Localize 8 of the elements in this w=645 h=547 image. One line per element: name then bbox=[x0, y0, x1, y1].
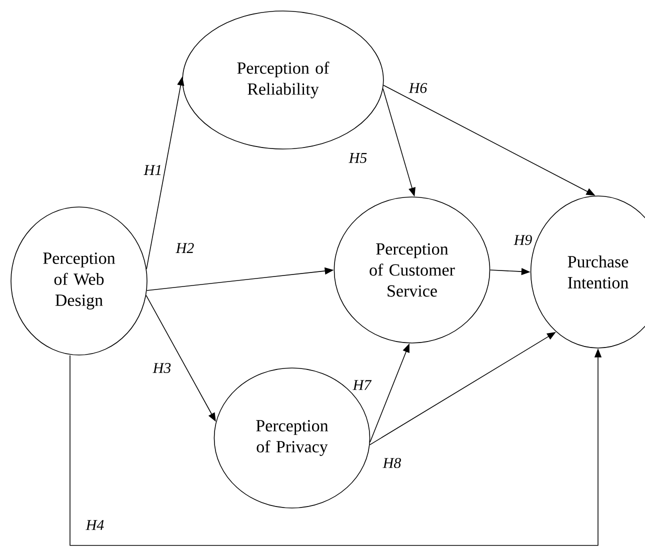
edge-label: H5 bbox=[348, 152, 368, 164]
edge-label: H8 bbox=[382, 456, 402, 470]
edge-label: H2 bbox=[174, 242, 196, 254]
edge-label: H6 bbox=[408, 82, 428, 94]
edge-label: H7 bbox=[352, 379, 372, 391]
edge-label: H1 bbox=[142, 164, 164, 176]
edge-label: H3 bbox=[152, 362, 172, 374]
edge-label: H4 bbox=[84, 519, 106, 531]
